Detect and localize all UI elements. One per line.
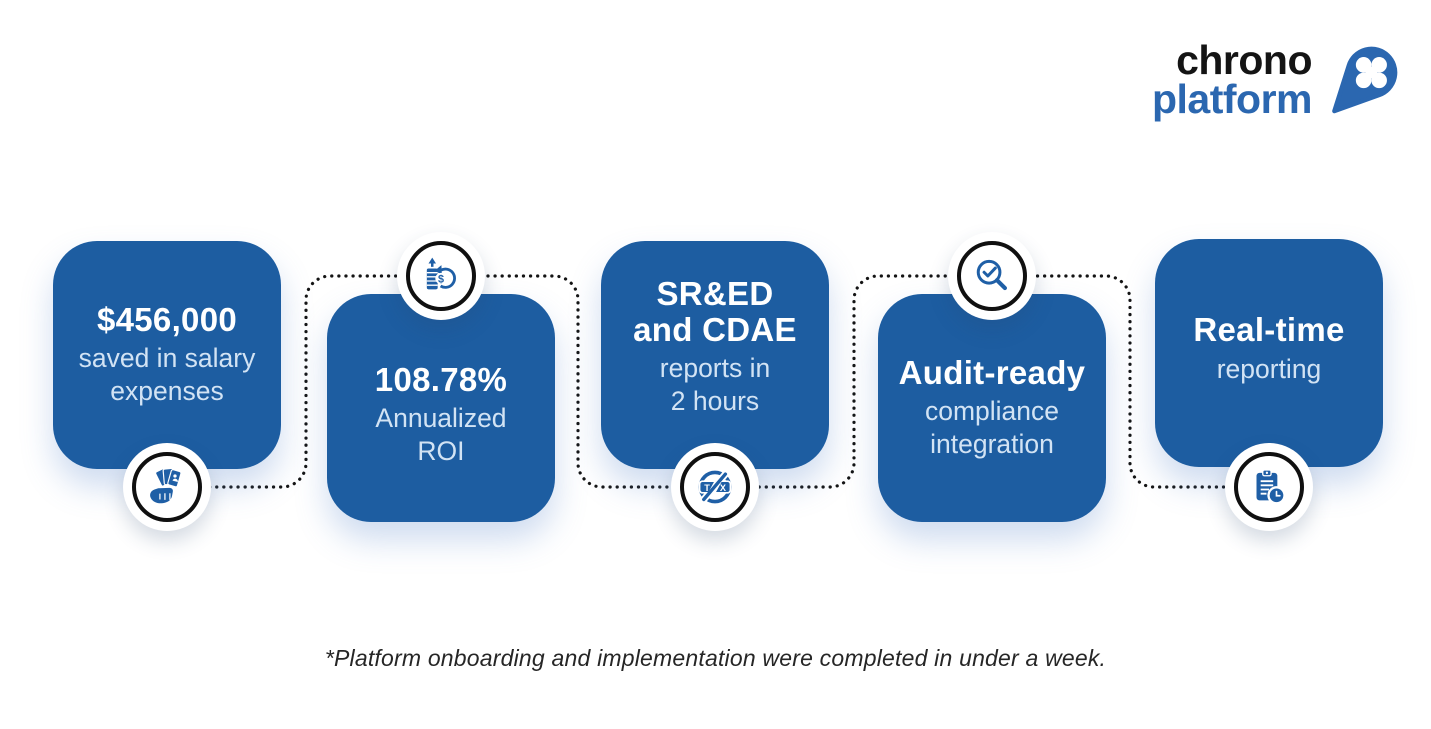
- icon-ring: [1234, 452, 1304, 522]
- chrono-pin-icon: [1332, 46, 1398, 114]
- card-headline: Real-time: [1193, 311, 1345, 349]
- footnote-text: *Platform onboarding and implementation …: [324, 645, 1107, 671]
- tax-icon: T X: [698, 470, 732, 504]
- stat-card-real-time: Real-time reporting: [1155, 239, 1383, 467]
- hand-money-icon: [150, 467, 182, 504]
- stat-card-sred-cdae: SR&ED and CDAE reports in 2 hours: [601, 241, 829, 469]
- card-text: $456,000 saved in salary expenses: [78, 300, 256, 408]
- brand-logo-wordmark: chrono platform: [1152, 36, 1313, 122]
- card-text: Audit-ready compliance integration: [898, 353, 1086, 461]
- card-headline: 108.78%: [374, 360, 508, 398]
- tax-letter-t: T: [704, 483, 710, 493]
- card-text: SR&ED and CDAE reports in 2 hours: [633, 274, 797, 418]
- card-headline: SR&ED and CDAE: [633, 274, 797, 349]
- card-subtitle: reports in 2 hours: [659, 353, 771, 417]
- card-text: Real-time reporting: [1193, 312, 1344, 385]
- icon-ring: $: [406, 241, 476, 311]
- icon-badge-roi: $: [397, 232, 485, 320]
- card-subtitle: Annualized ROI: [375, 403, 507, 467]
- icon-badge-salary: [123, 443, 211, 531]
- icon-badge-audit: [948, 232, 1036, 320]
- card-subtitle: reporting: [1216, 353, 1322, 384]
- stat-card-annualized-roi: 108.78% Annualized ROI: [327, 294, 555, 522]
- card-text: 108.78% Annualized ROI: [374, 360, 508, 468]
- roi-growth-icon: $: [426, 257, 456, 290]
- stat-card-audit-ready: Audit-ready compliance integration: [878, 294, 1106, 522]
- card-headline: $456,000: [96, 300, 238, 338]
- icon-ring: [957, 241, 1027, 311]
- logo-word-chrono: chrono: [1176, 36, 1312, 83]
- icon-badge-tax: T X: [671, 443, 759, 531]
- tax-letter-x: X: [720, 483, 727, 493]
- card-subtitle: saved in salary expenses: [78, 343, 256, 407]
- clipboard-clock-icon: [1256, 469, 1286, 505]
- icon-badge-reporting: [1225, 443, 1313, 531]
- card-headline: Audit-ready: [898, 353, 1086, 391]
- card-subtitle: compliance integration: [924, 396, 1060, 460]
- logo-word-platform: platform: [1152, 76, 1313, 122]
- brand-logo: chrono platform: [1152, 36, 1401, 124]
- icon-ring: T X: [680, 452, 750, 522]
- stat-card-salary-savings: $456,000 saved in salary expenses: [53, 241, 281, 469]
- icon-ring: [132, 452, 202, 522]
- magnifier-check-icon: [976, 259, 1007, 291]
- roi-dollar-glyph: $: [438, 273, 444, 285]
